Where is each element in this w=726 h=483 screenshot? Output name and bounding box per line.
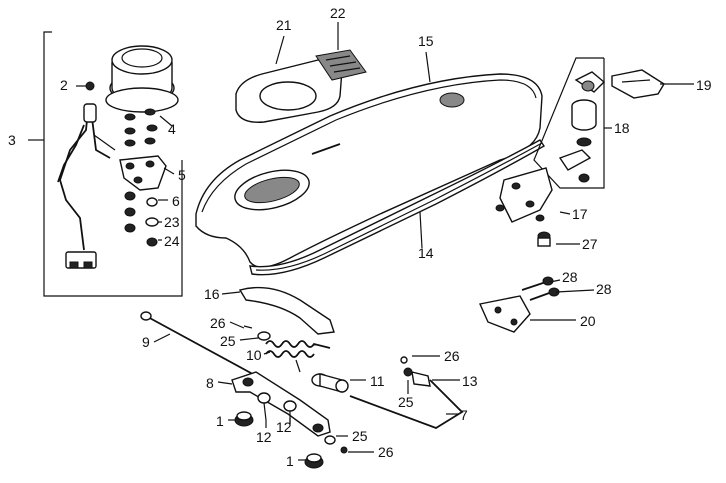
rod-clip (400, 356, 431, 387)
label-part-26-lower: 26 (378, 444, 394, 460)
latch-plate (611, 69, 665, 99)
lock-cylinder (558, 71, 606, 183)
label-part-12-right: 12 (276, 419, 292, 435)
label-part-1-upper: 1 (216, 413, 224, 429)
label-part-22: 22 (330, 5, 346, 21)
label-part-25-lower: 25 (352, 428, 368, 444)
label-part-24: 24 (164, 233, 180, 249)
coil-spring (265, 340, 331, 373)
label-part-28-upper: 28 (562, 269, 578, 285)
edge-trim-strip (249, 139, 545, 276)
leader-lines (76, 22, 694, 461)
label-part-25-upper: 25 (220, 333, 236, 349)
label-part-11: 11 (370, 373, 385, 389)
rubber-cap-upper (234, 411, 254, 427)
label-part-9: 9 (142, 334, 150, 350)
label-part-21: 21 (276, 17, 292, 33)
label-part-16: 16 (204, 286, 220, 302)
cap-screw (537, 231, 551, 247)
meter-housing (105, 45, 179, 113)
spring-bracket (238, 286, 335, 335)
wiring-harness (57, 81, 116, 269)
mounting-plate (119, 155, 167, 191)
label-part-4: 4 (168, 121, 176, 137)
washer-stack (124, 191, 159, 247)
label-part-6: 6 (172, 193, 180, 209)
meter-assembly-bracket (28, 31, 183, 297)
label-part-23: 23 (164, 214, 180, 230)
label-part-17: 17 (572, 206, 588, 222)
release-lever (231, 371, 331, 437)
label-part-13: 13 (462, 373, 478, 389)
part-number-labels: 2 3 4 5 6 23 24 21 22 15 19 18 17 14 27 … (8, 5, 712, 469)
support-bracket (479, 295, 531, 333)
tank-top-cover (195, 73, 543, 268)
label-part-26-middle: 26 (444, 348, 460, 364)
link-rod (349, 379, 464, 429)
hinge-bracket (495, 167, 553, 223)
emblem-label (315, 49, 367, 81)
label-part-28-lower: 28 (596, 281, 612, 297)
rod-collar (311, 373, 349, 393)
label-part-8: 8 (206, 375, 214, 391)
label-part-25-middle: 25 (398, 394, 414, 410)
grommet-set (124, 108, 158, 147)
label-part-7: 7 (460, 407, 468, 423)
cover-pad (235, 58, 343, 123)
small-washer-set-lower (324, 435, 348, 454)
label-part-14: 14 (418, 245, 434, 261)
small-washer-set-upper (243, 325, 271, 341)
label-part-20: 20 (580, 313, 596, 329)
label-part-1-lower: 1 (286, 453, 294, 469)
label-part-2: 2 (60, 77, 68, 93)
label-part-19: 19 (696, 77, 712, 93)
label-part-3: 3 (8, 132, 16, 148)
pivot-pins (257, 392, 297, 424)
label-part-26-upper: 26 (210, 315, 226, 331)
label-part-27: 27 (582, 236, 598, 252)
label-part-15: 15 (418, 33, 434, 49)
rubber-cap-lower (304, 453, 324, 469)
label-part-12-left: 12 (256, 429, 272, 445)
label-part-5: 5 (178, 167, 186, 183)
label-part-18: 18 (614, 120, 630, 136)
release-rod (140, 311, 261, 379)
bolt-pair (521, 276, 560, 301)
label-part-10: 10 (246, 347, 262, 363)
